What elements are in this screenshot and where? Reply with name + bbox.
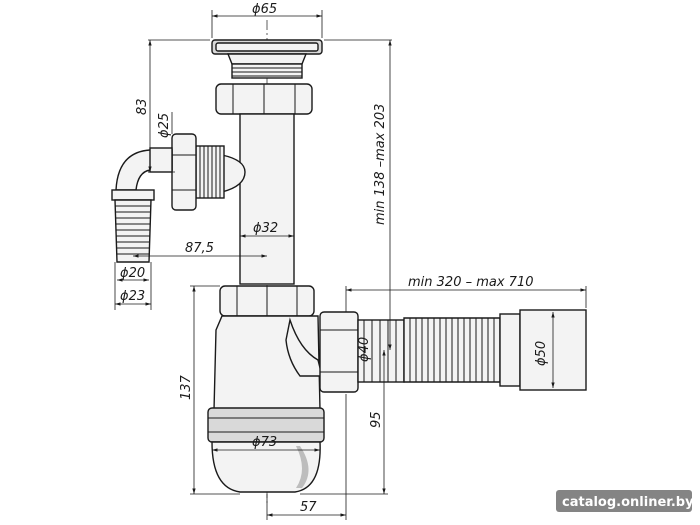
dim-tube-diameter-32: ϕ32 [253,221,278,236]
side-inlet-connector [111,133,246,263]
lower-union-nut [219,285,315,317]
dim-outlet-diameter-40: ϕ40 [357,337,372,362]
dim-offset-87-5: 87,5 [185,241,214,256]
vertical-pipe [239,113,295,285]
dim-height-137: 137 [179,374,194,400]
dim-height-83: 83 [135,98,150,115]
dim-top-diameter: ϕ65 [252,2,277,17]
dim-hose-diameter-23: ϕ23 [120,289,145,304]
outlet-assembly [319,309,587,393]
drain-strainer [211,39,323,79]
dim-side-diameter-25: ϕ25 [157,113,172,138]
watermark-text: catalog.onliner.by [562,495,694,510]
dim-width-57: 57 [300,500,317,515]
watermark: catalog.onliner.by [556,490,694,512]
bottle-trap [207,315,325,493]
dim-height-95: 95 [369,411,384,428]
dim-bottle-diameter-73: ϕ73 [252,435,277,450]
dim-height-range: min 138 –max 203 [373,104,388,225]
dim-hose-diameter-20: ϕ20 [120,266,145,281]
dim-outlet-diameter-50: ϕ50 [534,341,549,366]
dim-length-range: min 320 – max 710 [408,275,534,290]
upper-union-nut [215,83,313,115]
